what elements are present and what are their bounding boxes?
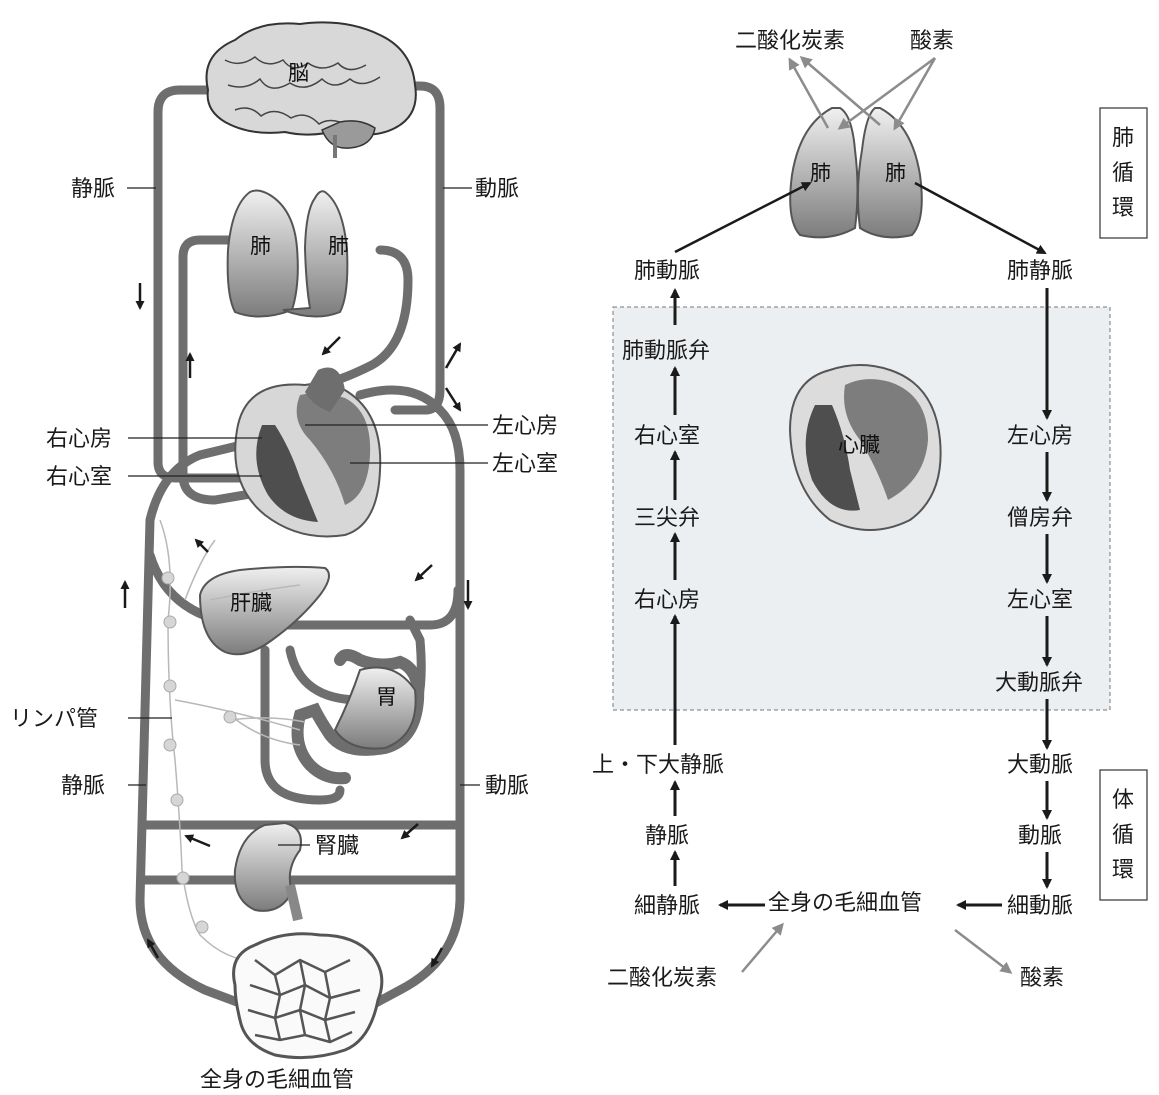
left-atrium-label: 左心房: [492, 414, 558, 439]
capillary-network: [234, 934, 382, 1058]
systemic-char-2: 循: [1112, 823, 1134, 848]
left-ventricle-label: 左心室: [492, 452, 558, 477]
right-atrium-label-right: 右心房: [634, 588, 700, 613]
capillaries-label-left: 全身の毛細血管: [200, 1068, 354, 1093]
pulmonary-vein-label: 肺静脈: [1007, 259, 1073, 284]
aortic-valve-label: 大動脈弁: [995, 671, 1083, 696]
vein-label-right: 静脈: [645, 824, 689, 849]
vein-lower-label: 静脈: [61, 774, 105, 799]
pulmonary-char-2: 循: [1112, 161, 1134, 186]
pulmonary-char-3: 環: [1112, 196, 1134, 221]
vena-cava-label: 上・下大静脈: [592, 753, 724, 778]
artery-lower-label: 動脈: [485, 774, 529, 799]
pulmonary-char-1: 肺: [1112, 126, 1134, 151]
liver-label: 肝臓: [230, 591, 272, 615]
kidney-label: 腎臓: [315, 834, 359, 859]
artery-upper-label: 動脈: [475, 177, 519, 202]
capillaries-label-right: 全身の毛細血管: [768, 891, 922, 916]
lung-left-label-right: 肺: [810, 161, 831, 185]
o2-bottom-label: 酸素: [1020, 966, 1064, 991]
mitral-valve-label: 僧房弁: [1007, 506, 1073, 531]
gas-arrows-bottom: [742, 925, 1010, 972]
heart-label: 心臓: [838, 433, 880, 457]
right-diagram: 肺 循 環 体 循 環 肺 肺 二酸化炭素 酸素: [592, 29, 1147, 991]
venule-label: 細静脈: [634, 894, 700, 919]
arteriole-label: 細動脈: [1007, 894, 1073, 919]
brain: [207, 22, 416, 158]
left-atrium-label-right: 左心房: [1007, 424, 1073, 449]
systemic-char-3: 環: [1112, 858, 1134, 883]
tricuspid-valve-label: 三尖弁: [634, 506, 700, 531]
gas-arrows-top: [790, 58, 935, 128]
co2-bottom-label: 二酸化炭素: [607, 966, 717, 991]
left-diagram: 脳 静脈 動脈 肺 肺 右心房 右心室 左心房 左心室 肝臓 胃 リンパ管 静脈…: [10, 22, 558, 1093]
pulmonary-valve-label: 肺動脈弁: [622, 339, 710, 364]
brain-label: 脳: [288, 61, 309, 85]
o2-top-label: 酸素: [910, 29, 954, 54]
vein-upper-label: 静脈: [71, 177, 115, 202]
co2-top-label: 二酸化炭素: [735, 29, 845, 54]
lung-right-label-right: 肺: [885, 161, 906, 185]
lymph-label: リンパ管: [10, 707, 98, 732]
artery-label-right: 動脈: [1018, 824, 1062, 849]
lung-left-label: 肺: [250, 234, 271, 258]
right-atrium-label: 右心房: [46, 427, 112, 452]
stomach: [298, 655, 419, 778]
aorta-label: 大動脈: [1007, 753, 1073, 778]
left-ventricle-label-right: 左心室: [1007, 588, 1073, 613]
stomach-label: 胃: [376, 685, 397, 709]
right-ventricle-label: 右心室: [46, 465, 112, 490]
kidney: [235, 823, 301, 920]
lung-right-label: 肺: [328, 234, 349, 258]
pulmonary-artery-label: 肺動脈: [634, 259, 700, 284]
right-ventricle-label-right: 右心室: [634, 424, 700, 449]
vessels: [140, 86, 460, 1005]
systemic-char-1: 体: [1112, 788, 1134, 813]
